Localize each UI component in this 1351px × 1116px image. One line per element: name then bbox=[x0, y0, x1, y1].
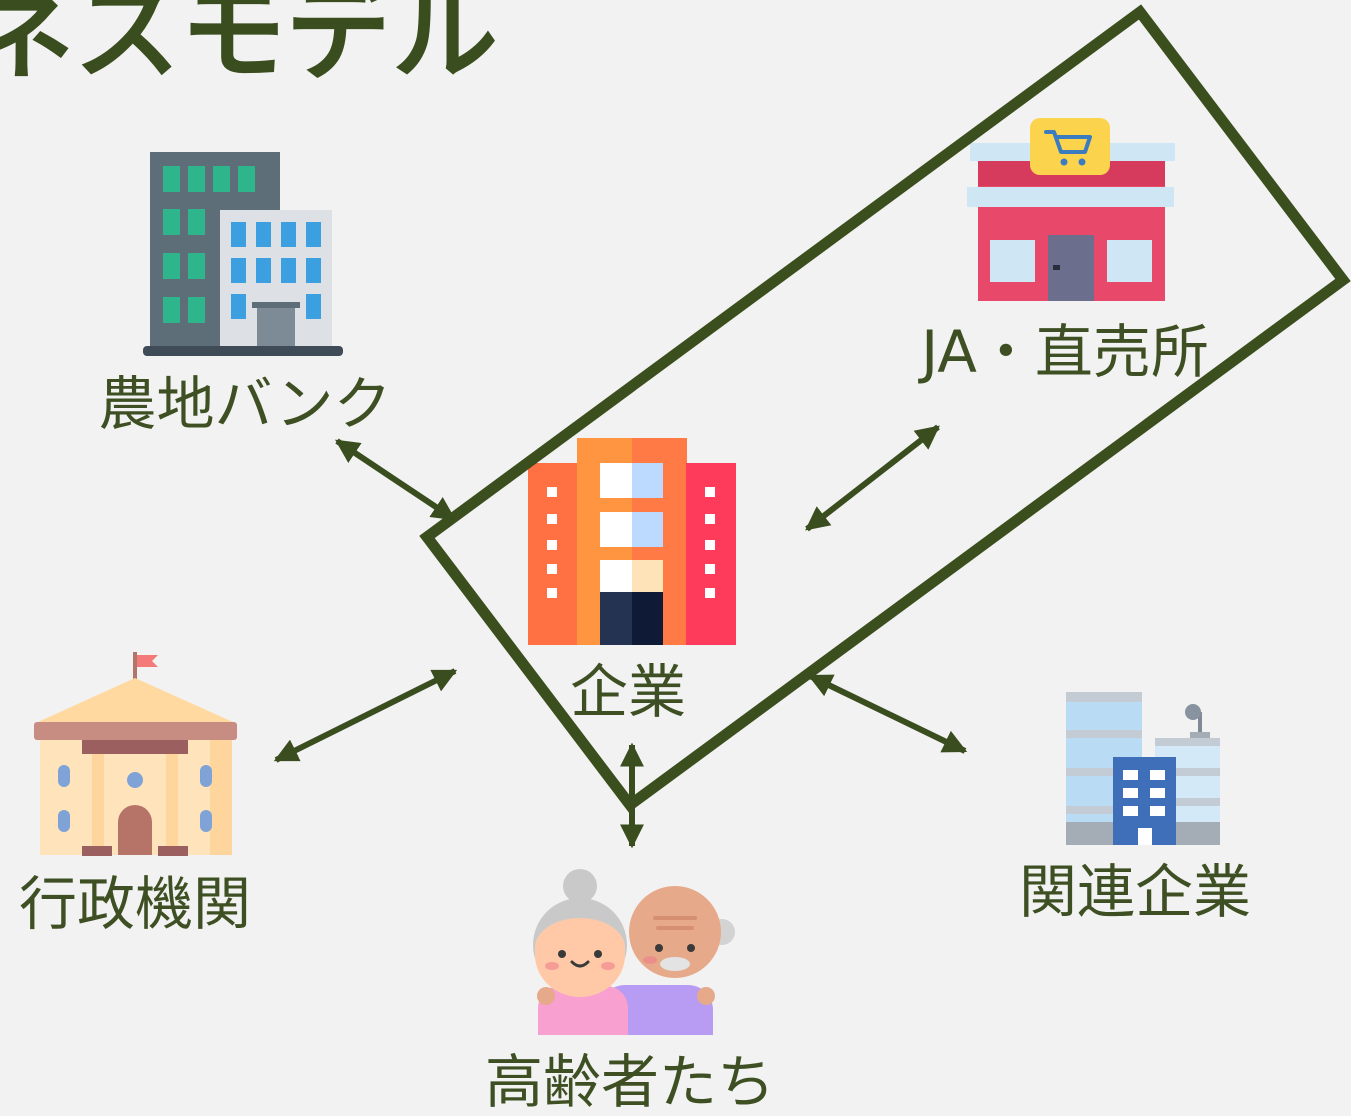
label-farmland-bank: 農地バンク bbox=[99, 370, 392, 438]
arrow-company-government bbox=[273, 668, 458, 763]
shop-icon bbox=[967, 118, 1175, 301]
office-buildings-icon bbox=[143, 152, 343, 356]
company-building-icon bbox=[528, 438, 736, 645]
arrow-company-farmland-bank bbox=[335, 438, 456, 522]
arrow-company-ja-store bbox=[805, 424, 940, 532]
office-tower-icon bbox=[1066, 692, 1220, 845]
page-title: ネスモデル bbox=[0, 0, 498, 95]
label-elderly: 高齢者たち bbox=[485, 1048, 775, 1116]
label-related-company: 関連企業 bbox=[1019, 858, 1251, 926]
label-ja-direct-store: JA・直売所 bbox=[918, 318, 1209, 386]
elderly-couple-icon bbox=[533, 869, 735, 1035]
label-government: 行政機関 bbox=[19, 870, 251, 938]
government-building-icon bbox=[34, 652, 237, 856]
label-company: 企業 bbox=[570, 658, 686, 726]
arrow-company-related-company bbox=[807, 673, 968, 754]
